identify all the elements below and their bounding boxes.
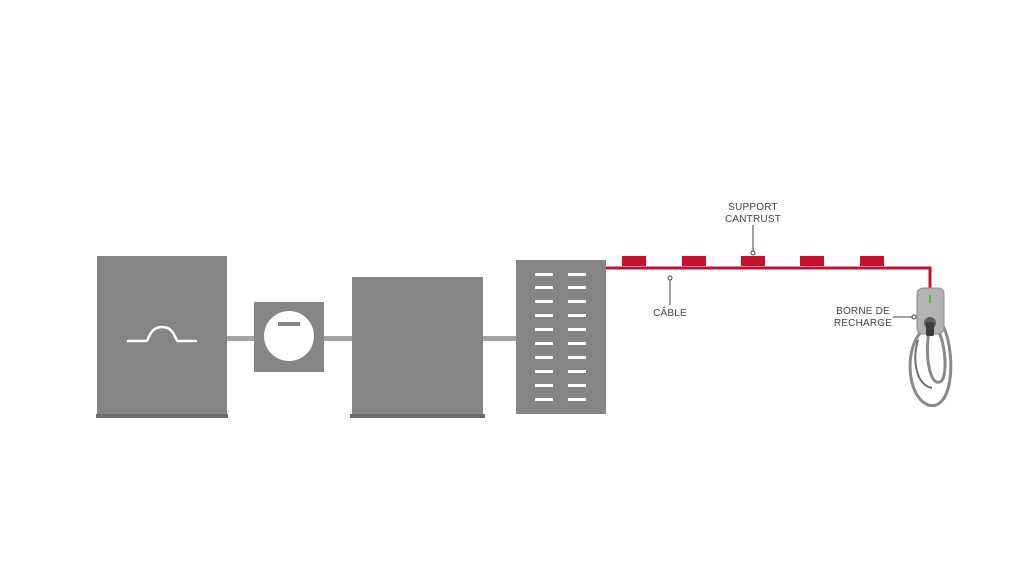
panel-slots-icon (535, 273, 586, 401)
support-label-line1: SUPPORT (728, 202, 778, 213)
support-label: SUPPORT CANTRUST (713, 202, 793, 226)
connector-2 (324, 336, 353, 341)
borne-label: BORNE DE RECHARGE (823, 306, 903, 330)
distribution-panel (516, 260, 606, 414)
charger-plug (926, 322, 934, 336)
cable-label: CÂBLE (640, 308, 700, 320)
support-label-line2: CANTRUST (724, 214, 782, 225)
leader-cable (667, 275, 673, 305)
equipment-box (350, 277, 485, 418)
borne-label-line2: RECHARGE (833, 318, 893, 329)
transformer-box (96, 256, 228, 418)
support-2 (682, 256, 706, 266)
leader-support (750, 225, 756, 256)
support-5 (860, 256, 884, 266)
connector-3 (483, 336, 517, 341)
leader-borne (893, 314, 917, 320)
equipment-base (350, 414, 485, 418)
meter-dial-indicator (278, 322, 300, 326)
support-1 (622, 256, 646, 266)
support-4 (800, 256, 824, 266)
arch-icon (126, 325, 198, 343)
connector-1 (226, 336, 254, 341)
meter-dial-icon (264, 311, 314, 361)
cable-label-text: CÂBLE (653, 308, 687, 319)
transformer-base (96, 414, 228, 418)
meter-box (254, 302, 324, 372)
support-3 (741, 256, 765, 266)
borne-label-line1: BORNE DE (836, 306, 890, 317)
ev-charger-icon (908, 287, 953, 408)
charger-led (929, 295, 931, 303)
cable-line (606, 266, 932, 291)
cable-supports (622, 256, 884, 266)
